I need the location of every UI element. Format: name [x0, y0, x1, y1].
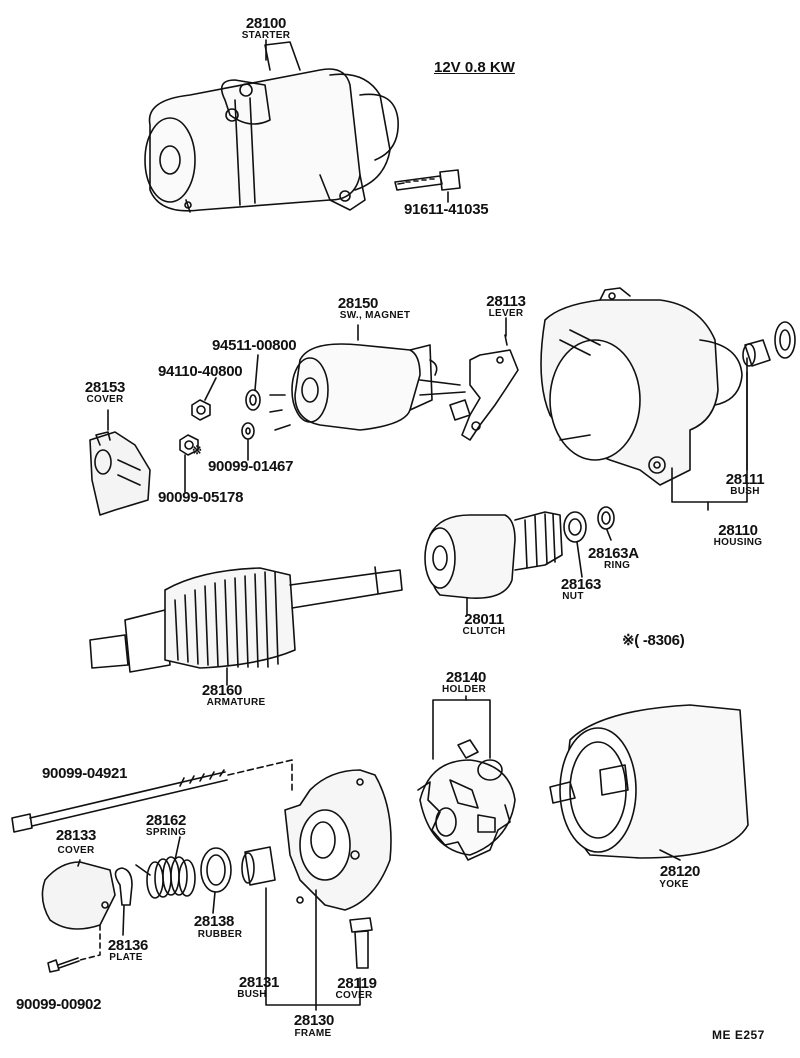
date-note: ※( -8306) — [622, 632, 685, 649]
part-28111-number: 28111 — [725, 471, 765, 488]
housing-illustration — [540, 287, 743, 486]
asterisk-marker: ※ — [192, 443, 203, 457]
part-28160-name: ARMATURE — [206, 697, 266, 708]
part-28131-name: BUSH — [237, 989, 267, 1000]
part-28150-name: SW., MAGNET — [339, 310, 411, 321]
part-28163a-number: 28163A — [588, 545, 639, 562]
part-28100-name: STARTER — [241, 30, 291, 41]
lever-illustration — [449, 334, 519, 441]
bolt-illustration — [394, 169, 461, 203]
part-90099-01467-number: 90099-01467 — [208, 458, 294, 475]
cover-28133-illustration — [41, 861, 116, 930]
nut-90099-05178-illustration — [179, 434, 199, 456]
plate-28136-illustration — [114, 867, 133, 906]
ring-28163a-illustration — [597, 506, 615, 530]
screw-00902-illustration — [47, 957, 80, 973]
washer-90099-01467-illustration — [241, 422, 255, 440]
part-28133-name: COVER — [57, 845, 95, 856]
brush-holder-illustration — [417, 739, 516, 861]
through-bolt-illustration — [11, 769, 228, 833]
part-28011-number: 28011 — [464, 611, 504, 628]
bush-28111-illustration — [742, 321, 796, 367]
spec-label: 12V 0.8 KW — [434, 59, 515, 76]
part-28150-number: 28150 — [337, 295, 379, 312]
part-94511-00800-number: 94511-00800 — [212, 337, 297, 354]
part-28160-number: 28160 — [201, 682, 243, 699]
part-28113-name: LEVER — [488, 308, 524, 319]
part-28130-name: FRAME — [294, 1028, 332, 1039]
part-91611-41035-number: 91611-41035 — [404, 201, 489, 218]
part-28140-name: HOLDER — [441, 684, 487, 695]
washer-94511-illustration — [245, 389, 261, 411]
rubber-28138-illustration — [200, 847, 232, 893]
part-28131-number: 28131 — [238, 974, 280, 991]
part-28138-name: RUBBER — [197, 929, 243, 940]
part-28011-name: CLUTCH — [462, 626, 506, 637]
cover-28153-illustration — [89, 431, 151, 516]
part-28120-name: YOKE — [659, 879, 689, 890]
yoke-illustration — [549, 704, 749, 859]
frame-illustration — [284, 769, 392, 911]
part-28113-number: 28113 — [486, 293, 526, 310]
sheet-reference: ME E257 — [712, 1028, 765, 1042]
part-28153-number: 28153 — [84, 379, 126, 396]
part-28136-number: 28136 — [107, 937, 149, 954]
part-90099-00902-number: 90099-00902 — [16, 996, 102, 1013]
starter-illustration — [144, 41, 399, 213]
part-28136-name: PLATE — [109, 952, 143, 963]
part-28140-number: 28140 — [445, 669, 487, 686]
part-28163-name: NUT — [562, 591, 584, 602]
part-28100-number: 28100 — [245, 15, 287, 32]
part-28111-name: BUSH — [730, 486, 760, 497]
part-28133-number: 28133 — [55, 827, 97, 844]
part-28110-number: 28110 — [718, 522, 758, 539]
clutch-illustration — [424, 511, 563, 599]
part-28162-name: SPRING — [145, 827, 187, 838]
part-28138-number: 28138 — [193, 913, 235, 930]
part-28162-number: 28162 — [145, 812, 187, 829]
part-28163a-name: RING — [604, 560, 631, 571]
nut-28163-illustration — [563, 511, 587, 543]
magnet-switch-illustration — [269, 343, 466, 431]
part-90099-05178-number: 90099-05178 — [158, 489, 244, 506]
part-28130-number: 28130 — [293, 1012, 335, 1029]
armature-illustration — [89, 566, 403, 673]
bush-28131-illustration — [241, 846, 276, 886]
part-28110-name: HOUSING — [713, 537, 763, 548]
nut-94110-illustration — [191, 399, 211, 421]
part-28153-name: COVER — [86, 394, 124, 405]
part-28163-number: 28163 — [560, 576, 602, 593]
part-90099-04921-number: 90099-04921 — [42, 765, 128, 782]
spring-28162-illustration — [146, 856, 196, 899]
part-28120-number: 28120 — [659, 863, 701, 880]
cover-28119-illustration — [349, 917, 373, 969]
part-94110-40800-number: 94110-40800 — [158, 363, 243, 380]
part-28119-number: 28119 — [337, 975, 377, 992]
part-28119-name: COVER — [335, 990, 373, 1001]
